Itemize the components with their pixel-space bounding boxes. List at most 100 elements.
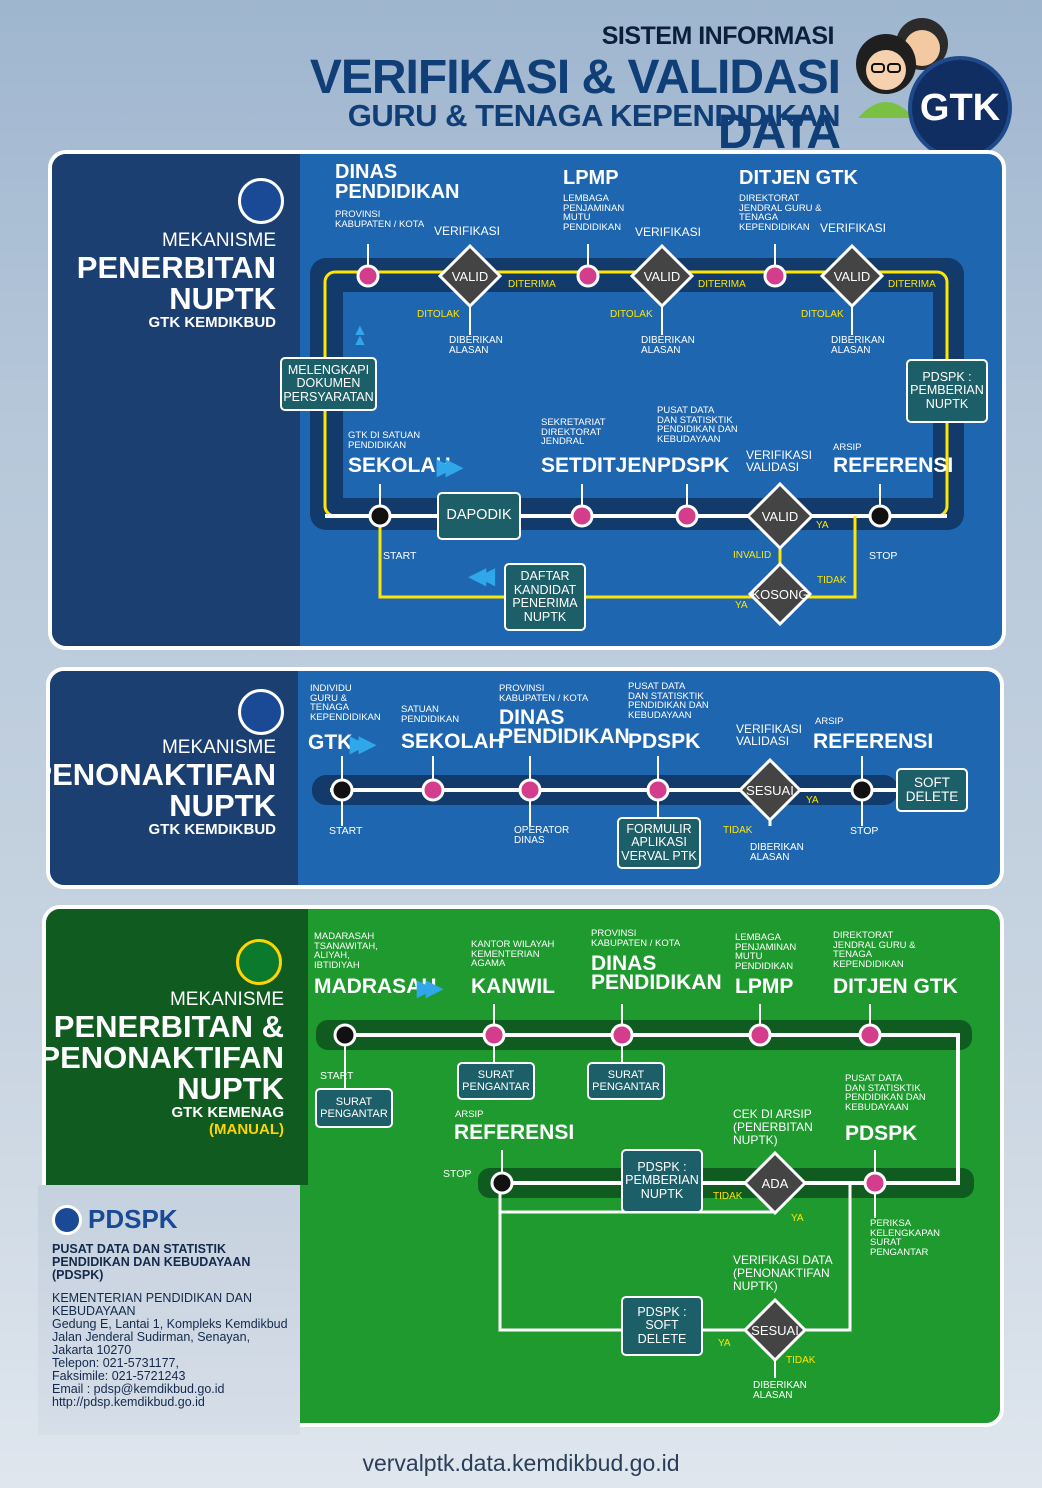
panel1-ditjen-title: DITJEN GTK: [739, 167, 858, 189]
panel1-verifikasi-1: VERIFIKASI: [434, 224, 501, 238]
panel3-stop-label: STOP: [443, 1168, 472, 1180]
panel3-ditjen-sub: DIREKTORAT JENDRAL GURU & TENAGA KEPENDI…: [833, 930, 916, 970]
panel3-arsip: ARSIP: [455, 1109, 484, 1120]
panel1-dinas-title: DINAS PENDIDIKAN: [335, 161, 460, 203]
panel3-start-label: START: [320, 1070, 354, 1082]
panel1-pdspk-sub: PUSAT DATA DAN STATISKTIK PENDIDIKAN DAN…: [657, 405, 738, 445]
left-arrow-icon: ◀◀: [469, 563, 495, 588]
panel3-mekanisme: MEKANISME PENERBITAN & PENONAKTIFAN NUPT…: [46, 989, 285, 1138]
panel1-node-setditjen: [570, 504, 594, 528]
panel2-node-pdspk: [646, 778, 670, 802]
panel1-alasan-1: DIBERIKAN ALASAN: [449, 335, 503, 356]
panel2-mek1: MEKANISME: [161, 737, 276, 758]
panel1-mek2: PENERBITAN: [76, 250, 276, 285]
panel3-ditjen-title: DITJEN GTK: [833, 975, 958, 998]
panel1-mek1: MEKANISME: [161, 230, 276, 251]
panel2-alasan: DIBERIKAN ALASAN: [750, 842, 804, 863]
panel2-sekolah-sub: SATUAN PENDIDIKAN: [401, 704, 460, 725]
panel3-alasan: DIBERIKAN ALASAN: [753, 1380, 807, 1401]
panel3-mek2: PENERBITAN &: [53, 1009, 284, 1044]
people-icon: [850, 8, 960, 118]
pdspk-logo: PDSPK: [52, 1204, 292, 1235]
panel2-referensi-title: REFERENSI: [813, 730, 934, 753]
kemdikbud-logo-icon: [238, 689, 284, 735]
panel1-ditolak-1: DITOLAK: [417, 309, 460, 320]
panel3-sesuai-diamond-label: SESUAI: [751, 1323, 799, 1338]
panel3-lpmp-title: LPMP: [735, 975, 794, 998]
header-title: VERIFIKASI & VALIDASI DATA: [309, 51, 841, 159]
panel3-verdata-label: VERIFIKASI DATA (PENONAKTIFAN NUPTK): [733, 1253, 833, 1293]
panel1-start-label: START: [383, 550, 417, 562]
panel2-mekanisme: MEKANISME PENONAKTIFAN NUPTK GTK KEMDIKB…: [46, 737, 277, 838]
panel2-mek4: GTK KEMDIKBUD: [148, 821, 277, 838]
panel3-surat-box-2: SURAT PENGANTAR: [457, 1062, 535, 1100]
panel1-ditolak-3: DITOLAK: [801, 309, 844, 320]
header-subtitle: GURU & TENAGA KEPENDIDIKAN: [347, 98, 841, 133]
panel1-sidebar: MEKANISME PENERBITAN NUPTK GTK KEMDIKBUD: [52, 154, 300, 646]
panel3-surat-box-3: SURAT PENGANTAR: [587, 1062, 665, 1100]
panel1-start-node: [368, 504, 392, 528]
panel3-node-kanwil: [482, 1023, 506, 1047]
panel3-node-ditjen: [858, 1023, 882, 1047]
panel3-tidak-2: TIDAK: [786, 1355, 816, 1366]
panel3-soft-delete-box: PDSPK : SOFT DELETE: [621, 1296, 703, 1356]
panel2-sekolah-title: SEKOLAH: [401, 730, 504, 753]
panel3-periksa-label: PERIKSA KELENGKAPAN SURAT PENGANTAR: [870, 1218, 941, 1258]
panel2-start-node: [330, 778, 354, 802]
panel3-sidebar: MEKANISME PENERBITAN & PENONAKTIFAN NUPT…: [46, 909, 308, 1185]
panel1-stop-label: STOP: [869, 550, 898, 562]
panel2-operator-label: OPERATOR DINAS: [514, 825, 570, 846]
panel2-pdspk-sub: PUSAT DATA DAN STATISKTIK PENDIDIKAN DAN…: [628, 681, 709, 721]
footer-url[interactable]: vervalptk.data.kemdikbud.go.id: [362, 1450, 680, 1476]
up-arrow-icon: ▲ ▲: [352, 322, 368, 349]
panel3-pdspk-sub: PUSAT DATA DAN STATISKTIK PENDIDIKAN DAN…: [845, 1073, 926, 1113]
panel2-sidebar: MEKANISME PENONAKTIFAN NUPTK GTK KEMDIKB…: [50, 671, 298, 885]
panel2-soft-delete-box: SOFT DELETE: [896, 768, 968, 812]
panel1-sekolah-title: SEKOLAH: [348, 454, 451, 477]
panel1-tidak-label: TIDAK: [817, 575, 847, 586]
panel2-stop-label: STOP: [850, 825, 879, 837]
panel3-stop-node: [490, 1171, 514, 1195]
panel2-verval: VERIFIKASI VALIDASI: [736, 722, 803, 748]
panel1-diterima-1: DITERIMA: [508, 279, 556, 290]
pdspk-logo-icon: [52, 1204, 82, 1235]
panel3-referensi-title: REFERENSI: [454, 1121, 575, 1144]
panel2-node-sekolah: [421, 778, 445, 802]
panel3-mek5: GTK KEMENAG: [171, 1104, 285, 1121]
panel1-ya-1: YA: [816, 520, 829, 531]
panel2-ya-label: YA: [806, 795, 819, 806]
panel3-mek4: NUPTK: [177, 1071, 284, 1106]
info-area: [38, 1185, 300, 1435]
panel1-invalid-label: INVALID: [733, 550, 772, 561]
panel3-kanwil-sub: KANTOR WILAYAH KEMENTERIAN AGAMA: [471, 939, 555, 969]
panel2-gtk-title: GTK: [308, 731, 353, 754]
panel1-valid-diamond-1-label: VALID: [452, 269, 489, 284]
panel3-mek1: MEKANISME: [169, 989, 284, 1010]
panel1-daftar-box: DAFTAR KANDIDAT PENERIMA NUPTK: [504, 563, 586, 631]
panel1-lpmp-title: LPMP: [563, 167, 619, 189]
panel3-start-node: [333, 1023, 357, 1047]
panel1-lpmp-sub: LEMBAGA PENJAMINAN MUTU PENDIDIKAN: [563, 193, 625, 233]
panel1-diterima-3: DITERIMA: [888, 279, 936, 290]
panel1-mek3: NUPTK: [169, 281, 276, 316]
panel1-setditjen-title: SETDITJEN: [541, 454, 657, 477]
panel3-tidak-1: TIDAK: [713, 1191, 743, 1202]
pdspk-address: KEMENTERIAN PENDIDIKAN DAN KEBUDAYAAN Ge…: [52, 1291, 288, 1409]
panel1-dapodik-box: DAPODIK: [437, 492, 521, 540]
panel2-gtk-sub: INDIVIDU GURU & TENAGA KEPENDIDIKAN: [310, 683, 381, 723]
panel3-pemberian-box: PDSPK : PEMBERIAN NUPTK: [621, 1149, 703, 1213]
panel3-dinas-title: DINAS PENDIDIKAN: [591, 952, 722, 994]
panel1-ditjen-sub: DIREKTORAT JENDRAL GURU & TENAGA KEPENDI…: [739, 193, 822, 233]
panel1-verval: VERIFIKASI VALIDASI: [746, 448, 813, 474]
panel2-mek2: PENONAKTIFAN: [46, 757, 276, 792]
right-arrow-icon: ▶▶: [437, 454, 463, 479]
panel3-ada-diamond-label: ADA: [762, 1176, 789, 1191]
panel3-sesuai-diamond: SESUAI: [742, 1297, 808, 1363]
panel3-surat-box-1: SURAT PENGANTAR: [315, 1088, 393, 1128]
panel1-arsip: ARSIP: [833, 442, 862, 453]
panel1-node-lpmp: [576, 264, 600, 288]
panel3-madrasah-sub: MADARASAH TSANAWITAH, ALIYAH, IBTIDIYAH: [314, 931, 378, 971]
panel1-node-pdspk: [675, 504, 699, 528]
panel3-pdspk-title: PDSPK: [845, 1122, 918, 1145]
panel3-ada-diamond: ADA: [742, 1150, 808, 1216]
